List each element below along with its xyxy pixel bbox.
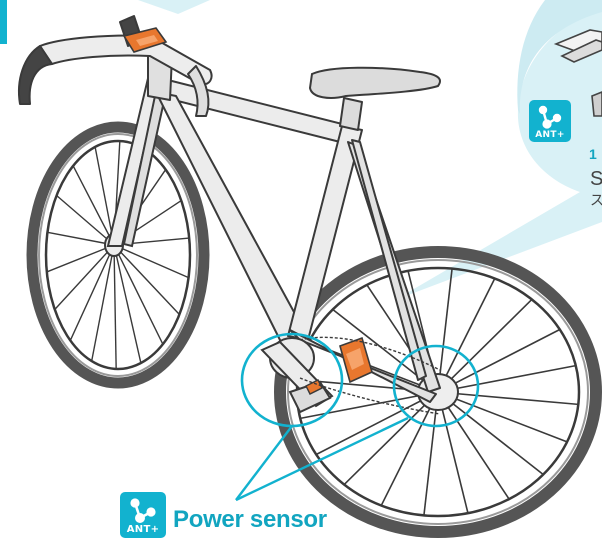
wheel-spoke	[114, 245, 116, 369]
panel-step-number: 1	[589, 146, 602, 162]
ant-plus-badge-panel: ANT+	[529, 100, 571, 142]
wheel-spoke	[114, 245, 163, 344]
ant-plus-badge: ANT+	[120, 492, 166, 538]
wheel-spoke	[438, 392, 578, 404]
wheel-spoke	[114, 245, 141, 363]
wheel-spoke	[114, 245, 189, 278]
front-wheel	[32, 127, 204, 383]
saddle	[310, 68, 440, 98]
wheel-spoke	[47, 232, 114, 245]
panel-text-line1: S	[590, 168, 602, 191]
power-sensor-label: Power sensor	[173, 506, 327, 534]
wheel-spoke	[73, 166, 114, 245]
wheel-spoke	[438, 366, 576, 392]
wheel-spoke	[92, 245, 114, 361]
ant-plus-text: ANT+	[120, 524, 166, 535]
rear-sensor	[340, 338, 372, 382]
section-marker	[0, 0, 7, 44]
panel-text-line2: ス	[590, 190, 602, 210]
callout-pointer-top	[138, 0, 210, 14]
wheel-spoke	[55, 245, 114, 309]
ant-plus-text: ANT+	[529, 130, 571, 140]
wheel-spoke	[114, 245, 179, 314]
